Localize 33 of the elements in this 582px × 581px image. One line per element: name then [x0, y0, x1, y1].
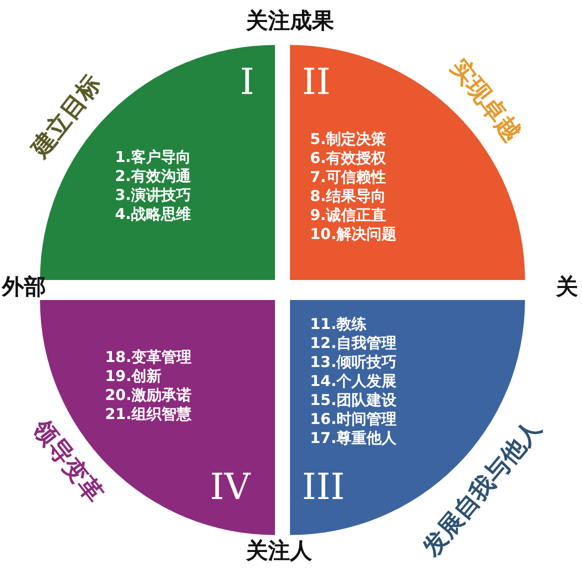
axis-label: 关注成果 [246, 8, 334, 36]
list-item: 12.自我管理 [310, 334, 397, 353]
list-item: 7.可信赖性 [310, 168, 388, 187]
list-item: 3.演讲技巧 [115, 186, 192, 205]
list-item: 21.组织智慧 [105, 405, 192, 424]
quadrant-title: 建立目标 [24, 68, 108, 164]
list-item: 9.诚信正直 [310, 206, 388, 225]
list-item: 6.有效授权 [310, 149, 388, 168]
list-item: 11.教练 [310, 315, 368, 334]
list-item: 14.个人发展 [310, 372, 397, 391]
list-item: 19.创新 [105, 367, 163, 386]
roman-numeral: III [302, 468, 345, 508]
list-item: 18.变革管理 [105, 348, 192, 367]
axis-label: 外部 [2, 274, 46, 302]
list-item: 1.客户导向 [115, 148, 192, 167]
list-item: 2.有效沟通 [115, 167, 192, 186]
axis-label: 关 [556, 274, 578, 302]
list-item: 5.制定决策 [310, 130, 388, 149]
roman-numeral: I [240, 63, 254, 103]
list-item: 17.尊重他人 [310, 429, 397, 448]
roman-numeral: II [302, 63, 330, 103]
axis-label: 关注人 [246, 538, 312, 566]
list-item: 10.解决问题 [310, 225, 397, 244]
roman-numeral: IV [210, 468, 250, 508]
list-item: 16.时间管理 [310, 410, 397, 429]
quadrant-title: 发展自我与他人 [416, 414, 548, 563]
quadrant-sector [290, 45, 525, 280]
list-item: 13.倾听技巧 [310, 353, 397, 372]
list-item: 8.结果导向 [310, 187, 388, 206]
list-item: 4.战略思维 [115, 205, 192, 224]
quadrant-title: 实现卓越 [444, 52, 528, 148]
list-item: 20.激励承诺 [105, 386, 192, 405]
list-item: 15.团队建设 [310, 391, 397, 410]
